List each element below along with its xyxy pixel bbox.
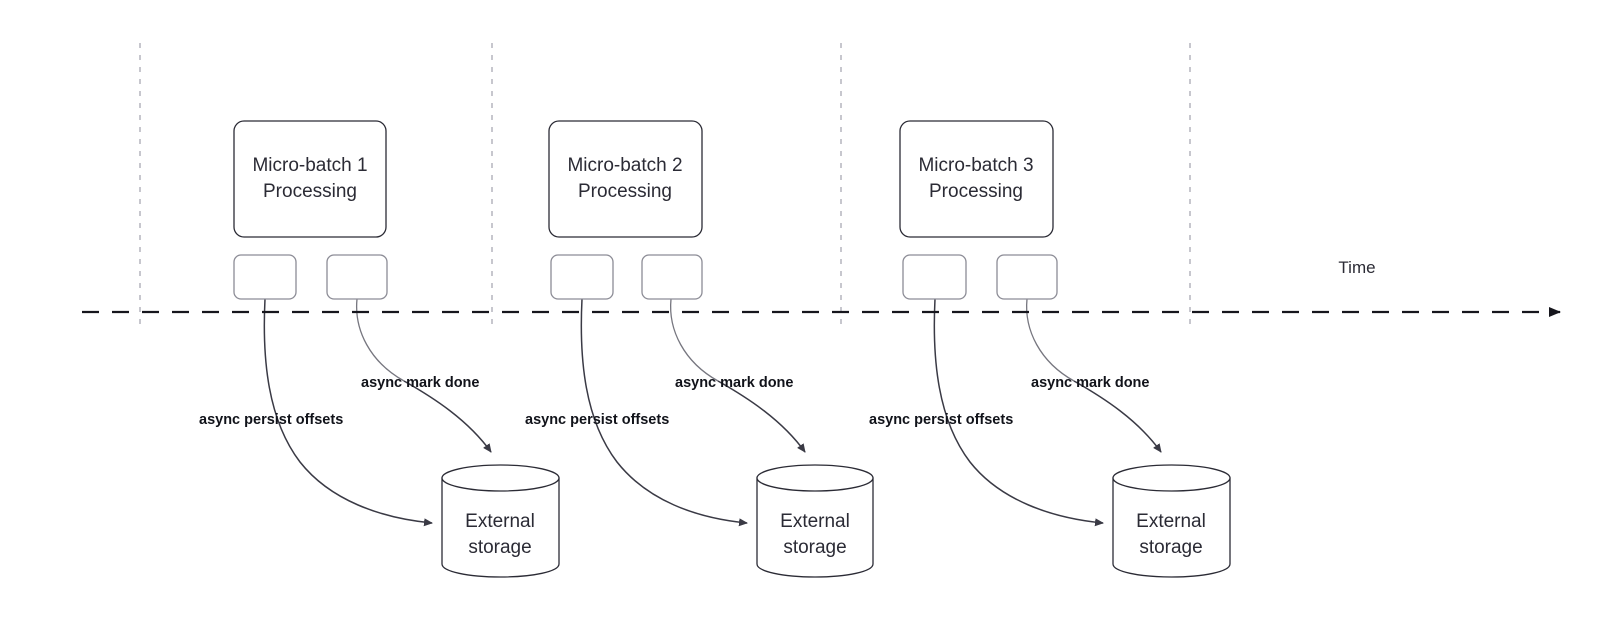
storage-cylinder-3[interactable] bbox=[1112, 464, 1231, 578]
edge-mark-done-3b bbox=[1073, 380, 1162, 453]
edge-label-persist-offsets-3: async persist offsets bbox=[869, 412, 1013, 428]
edge-label-persist-offsets-1: async persist offsets bbox=[199, 412, 343, 428]
batch-box-2[interactable] bbox=[548, 120, 703, 238]
task-box-1-right[interactable] bbox=[326, 254, 388, 300]
batch-box-3-label-line1: Micro-batch 3 bbox=[918, 155, 1033, 176]
storage-cylinder-2[interactable] bbox=[756, 464, 874, 578]
edge-label-mark-done-3: async mark done bbox=[1031, 375, 1149, 391]
batch-box-1-label-line2: Processing bbox=[263, 181, 357, 202]
task-box-2-left[interactable] bbox=[550, 254, 614, 300]
edge-label-mark-done-2: async mark done bbox=[675, 375, 793, 391]
group-1: Micro-batch 1 Processing External storag… bbox=[199, 120, 560, 578]
storage-3-label-line1: External bbox=[1136, 511, 1206, 532]
storage-2-label-line2: storage bbox=[783, 537, 846, 558]
edge-mark-done-3 bbox=[1026, 298, 1075, 382]
task-box-3-right[interactable] bbox=[996, 254, 1058, 300]
edge-persist-offsets-3 bbox=[933, 298, 1104, 527]
edge-mark-done-2b bbox=[717, 380, 806, 453]
group-2: Micro-batch 2 Processing External storag… bbox=[525, 120, 874, 578]
batch-box-2-label-line1: Micro-batch 2 bbox=[567, 155, 682, 176]
batch-box-2-label-line2: Processing bbox=[578, 181, 672, 202]
batch-box-1-label-line1: Micro-batch 1 bbox=[252, 155, 367, 176]
batch-box-3[interactable] bbox=[899, 120, 1054, 238]
edge-mark-done-1b bbox=[403, 380, 492, 453]
storage-1-label-line1: External bbox=[465, 511, 535, 532]
batch-box-3-label-line2: Processing bbox=[929, 181, 1023, 202]
edge-mark-done-2 bbox=[670, 298, 719, 382]
time-axis-label: Time bbox=[1338, 258, 1375, 277]
task-box-3-left[interactable] bbox=[902, 254, 967, 300]
storage-3-label-line2: storage bbox=[1139, 537, 1202, 558]
storage-cylinder-1[interactable] bbox=[441, 464, 560, 578]
task-box-2-right[interactable] bbox=[641, 254, 703, 300]
time-axis: Time bbox=[82, 258, 1561, 317]
edge-label-mark-done-1: async mark done bbox=[361, 375, 479, 391]
storage-1-label-line2: storage bbox=[468, 537, 531, 558]
edge-mark-done-1 bbox=[356, 298, 405, 382]
edge-label-persist-offsets-2: async persist offsets bbox=[525, 412, 669, 428]
edge-persist-offsets-1 bbox=[263, 298, 433, 527]
edge-persist-offsets-2 bbox=[580, 298, 748, 527]
storage-2-label-line1: External bbox=[780, 511, 850, 532]
grid-lines bbox=[139, 43, 1191, 331]
group-3: Micro-batch 3 Processing External storag… bbox=[869, 120, 1231, 578]
batch-box-1[interactable] bbox=[233, 120, 387, 238]
task-box-1-left[interactable] bbox=[233, 254, 297, 300]
